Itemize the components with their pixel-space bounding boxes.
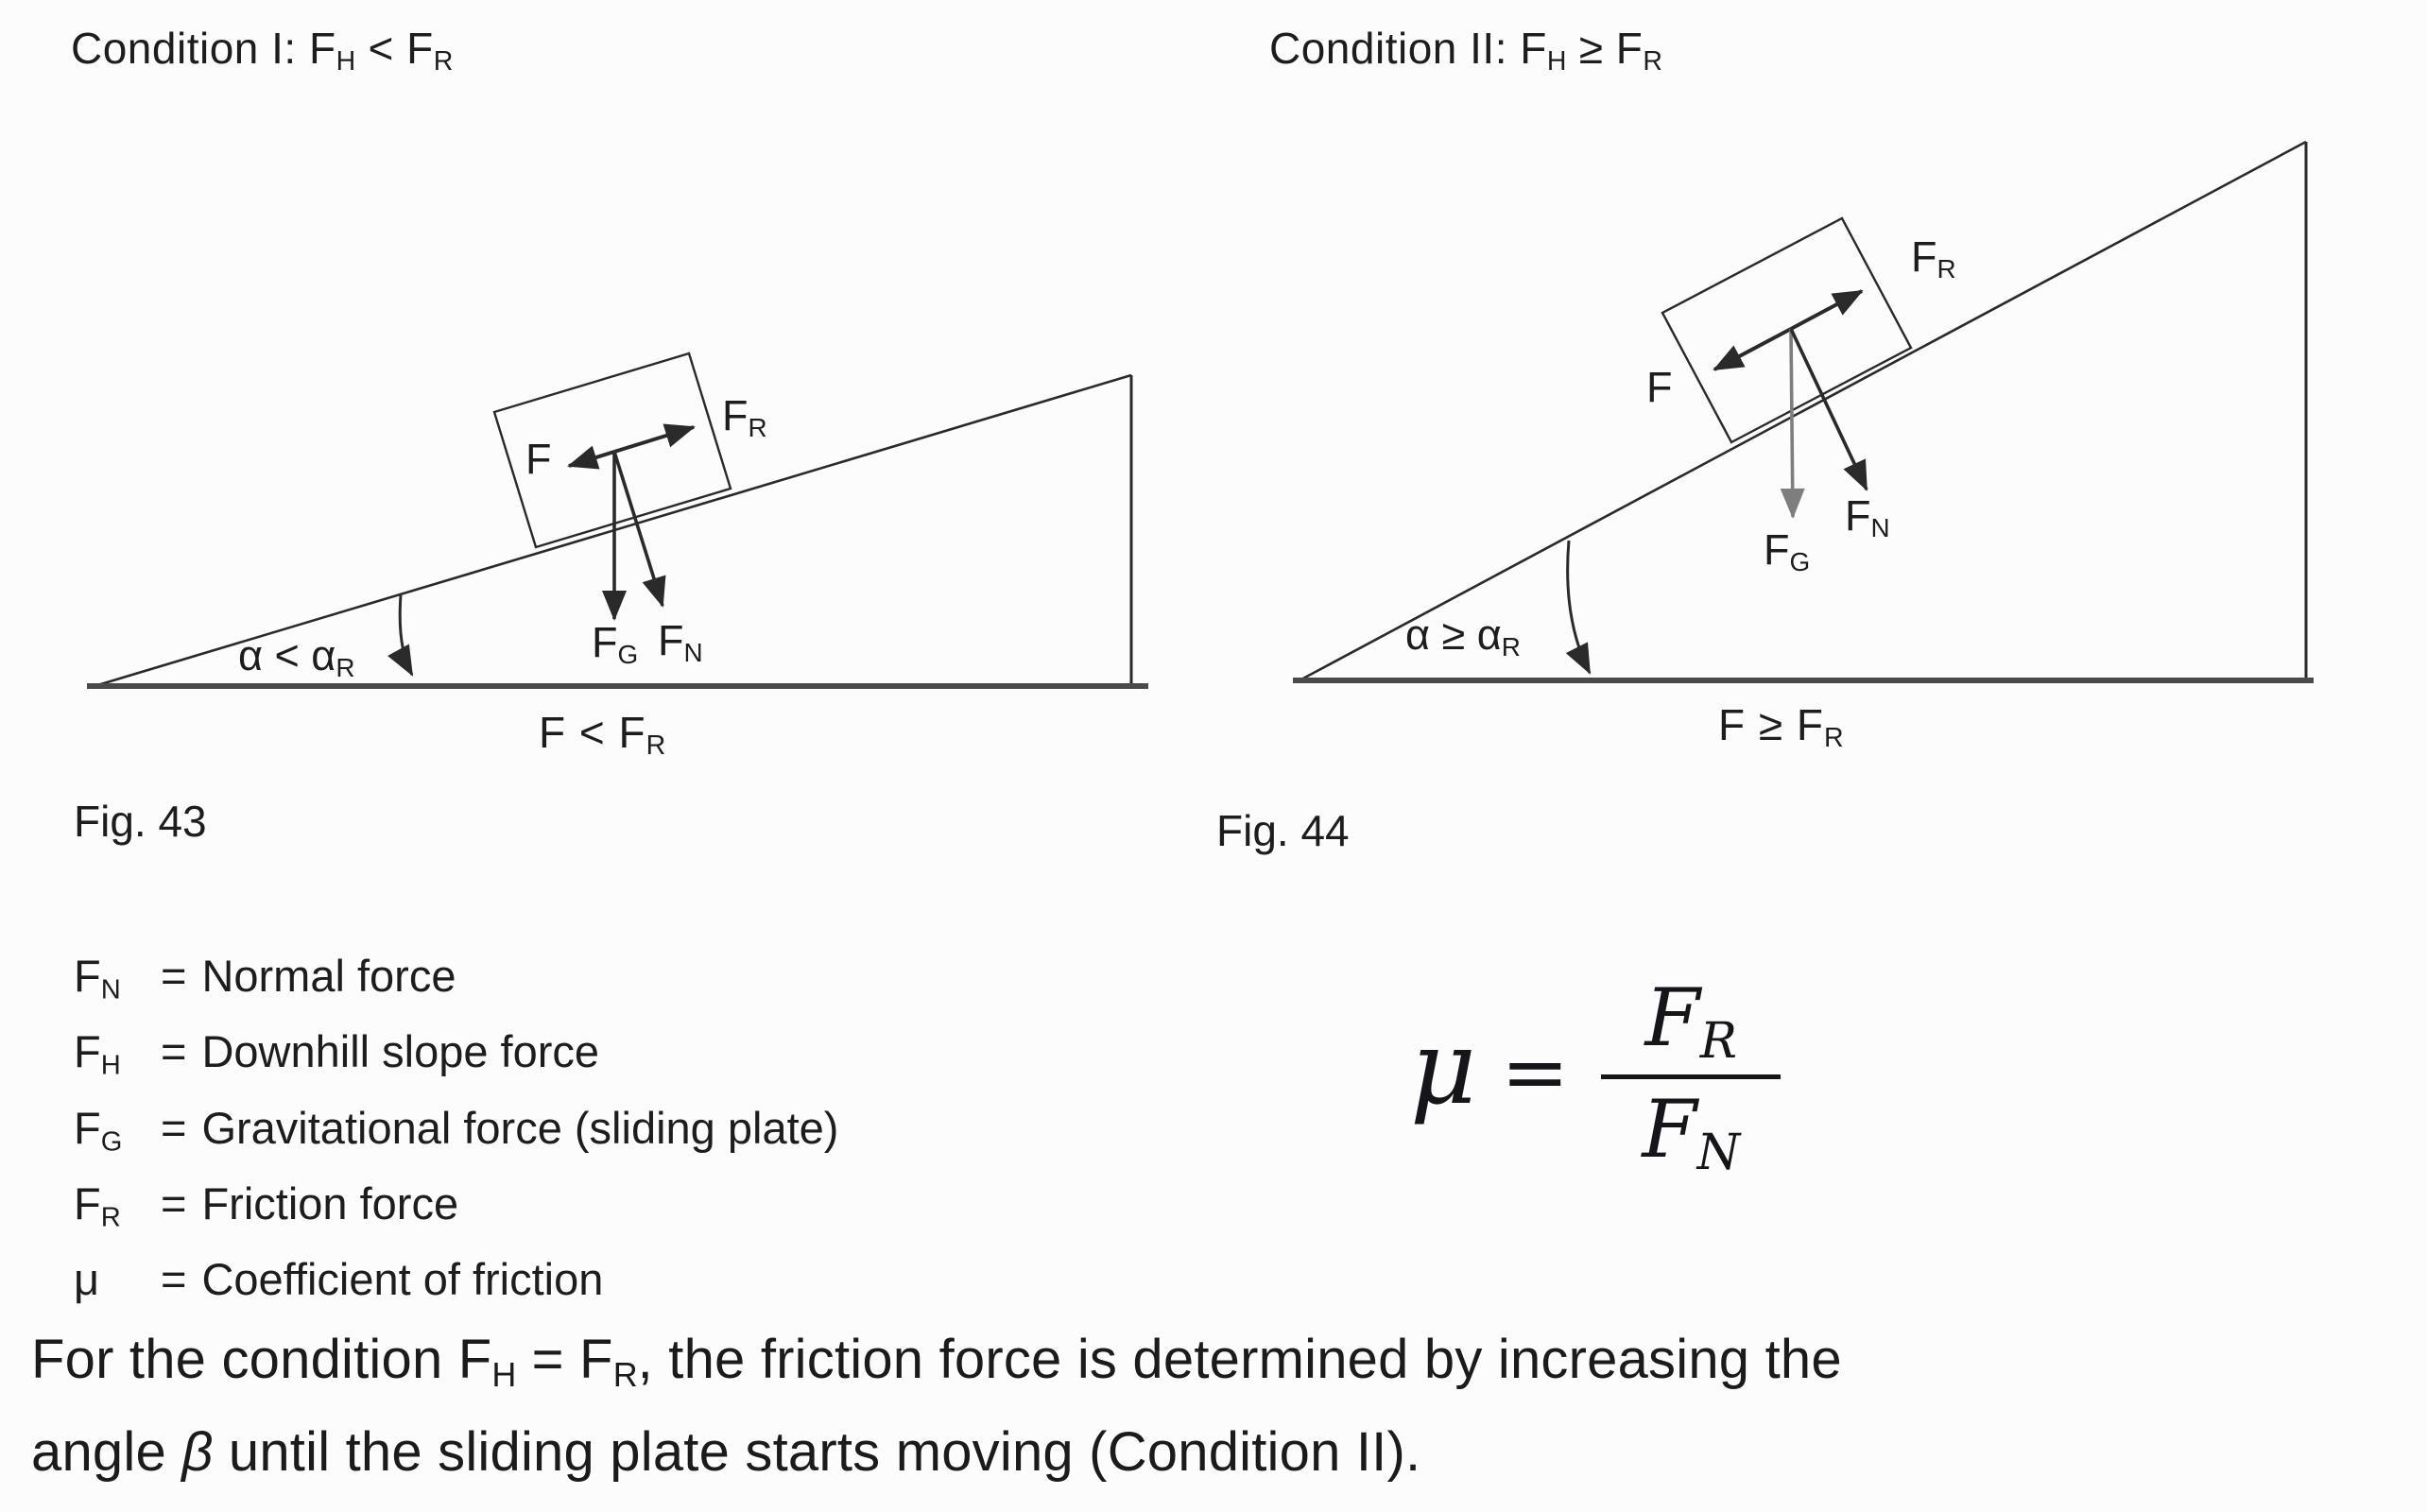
legend-equals: =	[161, 1026, 187, 1077]
fig43-force-applied-arrow	[567, 445, 615, 470]
legend-row-gravitational: FG = Gravitational force (sliding plate)	[74, 1097, 838, 1173]
legend-equals: =	[161, 1102, 187, 1153]
legend-symbol: FH	[74, 1026, 121, 1081]
legend-row-mu: μ = Coefficient of friction	[74, 1248, 838, 1311]
legend-row-normal: FN = Normal force	[74, 945, 838, 1021]
legend-desc: Gravitational force (sliding plate)	[201, 1102, 839, 1153]
fig44-friction-force-label: FR	[1911, 232, 1956, 284]
fig43-friction-force-label: FR	[722, 391, 767, 442]
fig44-force-normal-arrow	[1789, 328, 1868, 491]
paragraph-line2: angle β until the sliding plate starts m…	[31, 1420, 1421, 1483]
legend-symbol: FN	[74, 951, 121, 1005]
legend-desc: Downhill slope force	[201, 1026, 600, 1077]
fig43-normal-force-label: FN	[658, 616, 703, 667]
fig44-force-applied-arrow	[1713, 327, 1792, 371]
condition1-heading: Condition I: FH < FR	[71, 24, 454, 77]
explanatory-paragraph: For the condition FH = FR, the friction …	[31, 1321, 1842, 1491]
fig43-base-condition: F < FR	[539, 708, 666, 762]
fig43-gravity-force-label: FG	[592, 618, 639, 669]
legend-symbol: μ	[74, 1254, 100, 1305]
fig43-applied-force-label: F	[525, 435, 552, 483]
fraction-bar	[1601, 1074, 1782, 1080]
legend-desc: Friction force	[201, 1177, 459, 1228]
fig44-applied-force-label: F	[1646, 363, 1673, 411]
paragraph-line1: For the condition FH = FR, the friction …	[31, 1329, 1842, 1394]
legend-symbol: FR	[74, 1177, 121, 1233]
fig44-force-gravity-arrow	[1780, 328, 1805, 519]
formula-fraction: FR FN	[1601, 971, 1782, 1182]
fig44-angle-label: α ≥ αR	[1405, 610, 1521, 662]
legend-symbol: FG	[74, 1102, 123, 1157]
fig44-caption: Fig. 44	[1216, 806, 1350, 855]
fig44-force-friction-arrow	[1790, 289, 1864, 331]
mu-symbol: μ	[1410, 1008, 1477, 1127]
fig43-diagram	[87, 352, 1148, 689]
fig44-hypotenuse	[1299, 140, 2307, 682]
fig43-angle-label: α < αR	[238, 631, 355, 682]
formula-denominator: FN	[1642, 1083, 1741, 1182]
symbol-legend: FN=Normal force FH=Downhill slope force …	[74, 945, 838, 1311]
fig44-diagram	[1293, 140, 2314, 683]
legend-row-downhill: FH = Downhill slope force	[74, 1021, 838, 1096]
fig43-caption: Fig. 43	[74, 797, 207, 846]
friction-coefficient-formula: μ = FR FN	[1410, 971, 1782, 1182]
fig44-normal-force-label: FN	[1845, 491, 1890, 542]
formula-equals: =	[1501, 1024, 1570, 1120]
fig44-sliding-plate	[1661, 216, 1913, 444]
fig43-force-friction-arrow	[613, 423, 696, 454]
legend-equals: =	[161, 951, 187, 1001]
fig44-angle-arc	[1565, 540, 1592, 675]
legend-row-friction: FR = Friction force	[74, 1173, 838, 1248]
fig44-base-condition: F ≥ FR	[1718, 700, 1844, 754]
fig43-sliding-plate	[492, 352, 732, 549]
legend-desc: Coefficient of friction	[201, 1254, 604, 1305]
fig43-force-normal-arrow	[612, 451, 666, 608]
condition2-heading: Condition II: FH ≥ FR	[1269, 24, 1662, 77]
fig44-gravity-force-label: FG	[1764, 525, 1811, 576]
legend-desc: Normal force	[201, 951, 456, 1001]
legend-equals: =	[161, 1254, 187, 1305]
legend-equals: =	[161, 1177, 187, 1228]
fig43-angle-arc	[387, 594, 414, 677]
formula-numerator: FR	[1644, 971, 1738, 1071]
